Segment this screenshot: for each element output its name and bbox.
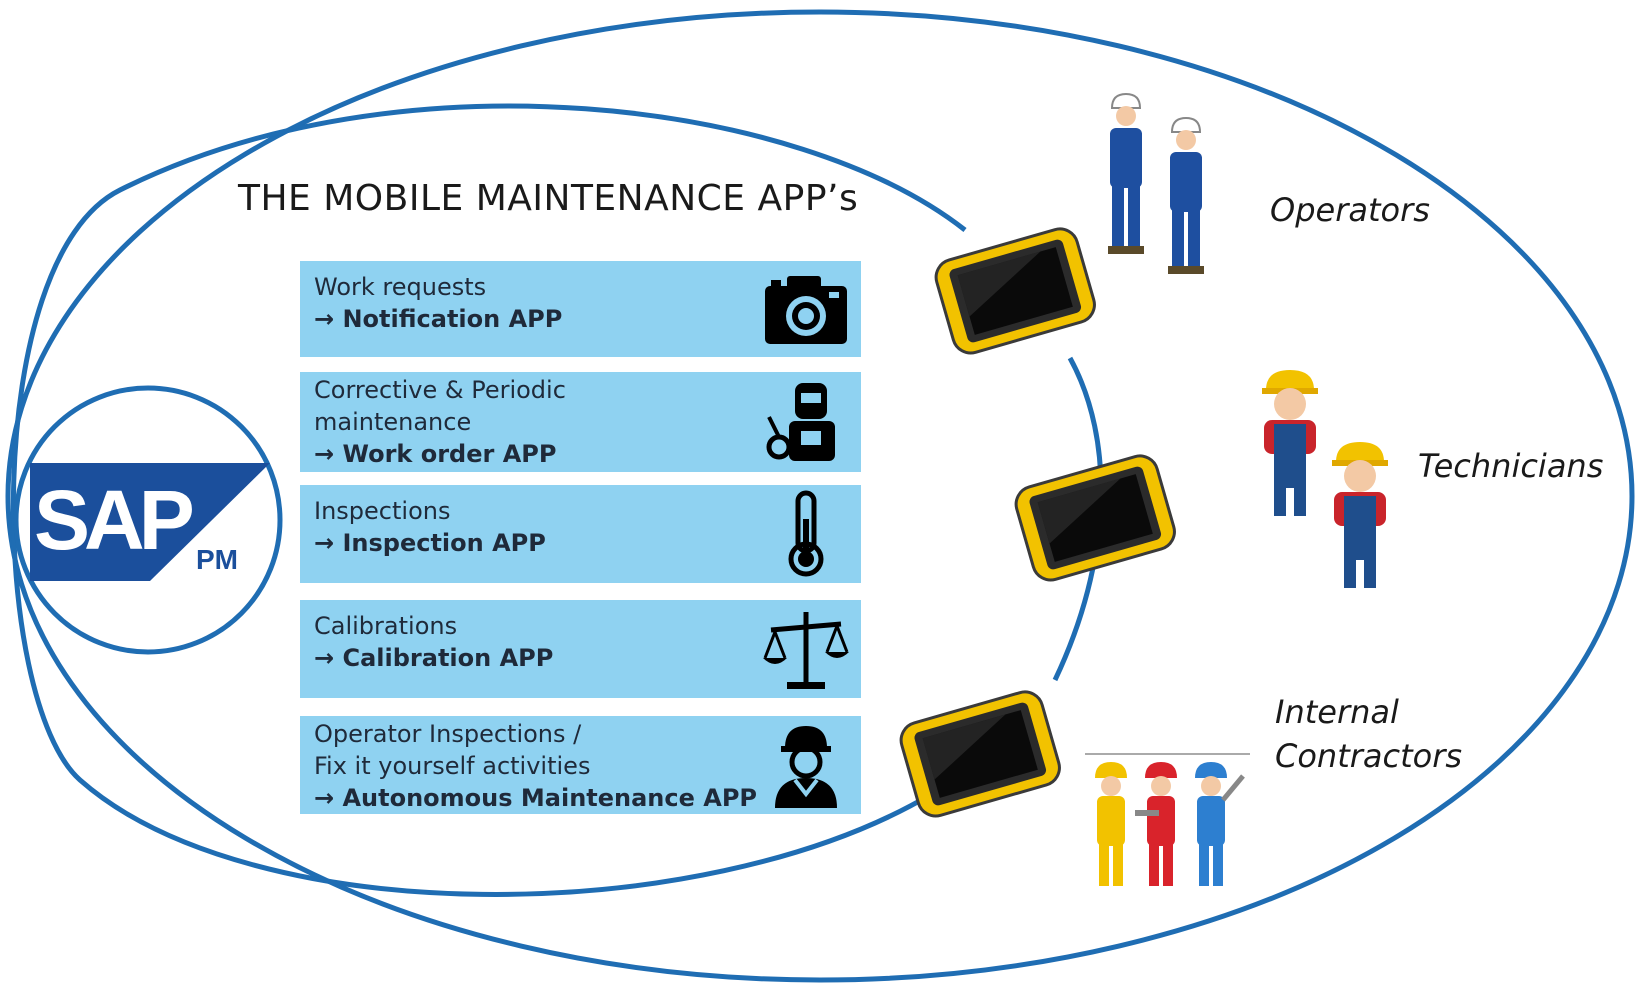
technician-figure	[1262, 370, 1318, 516]
tablet-device	[899, 690, 1061, 818]
page-title: THE MOBILE MAINTENANCE APP’s	[238, 178, 859, 219]
technician-figure	[1332, 442, 1388, 588]
app-desc: Inspections	[314, 497, 451, 525]
app-desc: Operator Inspections / Fix it yourself a…	[314, 720, 591, 780]
app-name: → Inspection APP	[314, 529, 546, 557]
role-label-operators: Operators	[1270, 191, 1430, 229]
app-name: → Work order APP	[314, 440, 557, 468]
app-desc: Work requests	[314, 273, 487, 301]
contractor-figure	[1095, 762, 1127, 886]
tablet-device	[934, 227, 1096, 355]
scale-icon	[763, 612, 849, 689]
technicians-illustration	[1262, 370, 1388, 588]
pm-logo-text: PM	[196, 544, 238, 575]
app-name: → Notification APP	[314, 305, 563, 333]
role-label-technicians: Technicians	[1418, 447, 1604, 485]
operator-figure	[1168, 116, 1204, 274]
inner-ellipse	[10, 103, 967, 897]
worker-icon	[775, 726, 837, 808]
app-box-work-order: Corrective & Periodic maintenance → Work…	[300, 372, 861, 472]
outer-ellipse	[5, 9, 1635, 983]
contractor-figure	[1195, 762, 1245, 886]
role-label-contractors: Internal Contractors	[1275, 693, 1463, 775]
app-box-calibration: Calibrations → Calibration APP	[300, 600, 861, 698]
thermometer-icon	[788, 490, 824, 577]
camera-icon	[765, 276, 847, 344]
contractor-figure	[1135, 762, 1177, 886]
tablet-device	[1014, 454, 1176, 582]
app-desc: Corrective & Periodic maintenance	[314, 376, 566, 436]
app-desc: Calibrations	[314, 612, 458, 640]
sap-logo-text: SAP	[34, 473, 193, 567]
app-box-notification: Work requests → Notification APP	[300, 261, 861, 357]
operator-figure	[1108, 92, 1144, 254]
contractors-illustration	[1085, 753, 1250, 886]
welder-icon	[766, 383, 835, 461]
app-name: → Autonomous Maintenance APP	[314, 784, 758, 812]
operators-illustration	[1108, 92, 1204, 274]
app-name: → Calibration APP	[314, 644, 554, 672]
sap-pm-logo: SAP PM	[30, 463, 270, 581]
app-box-inspection: Inspections → Inspection APP	[300, 485, 861, 583]
app-box-autonomous: Operator Inspections / Fix it yourself a…	[300, 716, 861, 814]
